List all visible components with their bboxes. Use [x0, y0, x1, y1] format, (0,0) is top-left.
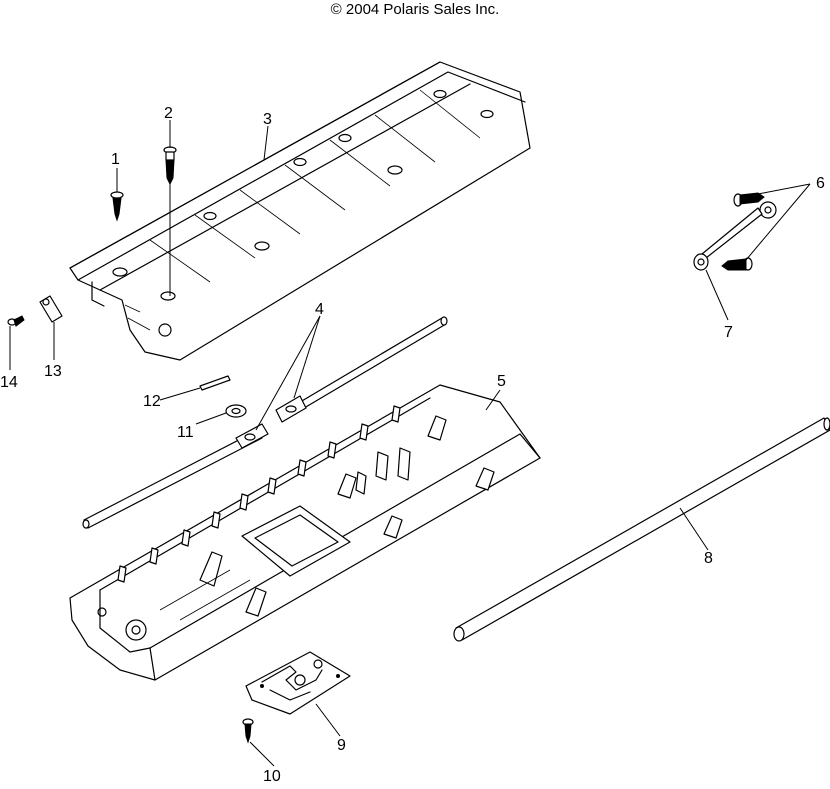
upper-cover-panel	[69, 61, 531, 361]
washer	[225, 404, 247, 418]
slide-rod-left	[82, 423, 269, 529]
callout-6: 6	[816, 175, 825, 192]
clip-screw	[7, 315, 25, 327]
callout-12: 12	[143, 393, 161, 410]
rod-end-link	[693, 201, 777, 271]
leader-lines	[9, 120, 811, 767]
callout-10: 10	[263, 768, 281, 784]
callout-8: 8	[704, 550, 713, 567]
callout-11: 11	[177, 424, 194, 441]
bolt-long	[163, 146, 177, 186]
base-tray	[69, 384, 541, 681]
pin	[199, 375, 231, 391]
callout-2: 2	[164, 105, 173, 122]
callout-13: 13	[44, 363, 62, 380]
latch-screw	[242, 718, 254, 744]
screw-upper-right	[733, 192, 765, 207]
long-tube	[453, 417, 830, 642]
slide-rod-right	[275, 316, 448, 423]
latch-plate	[245, 651, 351, 715]
callout-5: 5	[497, 373, 506, 390]
clip	[39, 295, 63, 323]
copyright-notice: © 2004 Polaris Sales Inc.	[330, 1, 500, 18]
callout-3: 3	[263, 111, 272, 128]
callout-4: 4	[315, 301, 324, 318]
callout-1: 1	[111, 151, 120, 168]
callout-labels: 1 2 3 4 5 6 7 8 9 10 11 12 13 14	[0, 105, 825, 785]
callout-7: 7	[724, 324, 733, 341]
screw-short	[110, 191, 124, 222]
callout-14: 14	[0, 374, 18, 391]
callout-9: 9	[337, 737, 346, 754]
screw-lower-right	[721, 257, 753, 271]
